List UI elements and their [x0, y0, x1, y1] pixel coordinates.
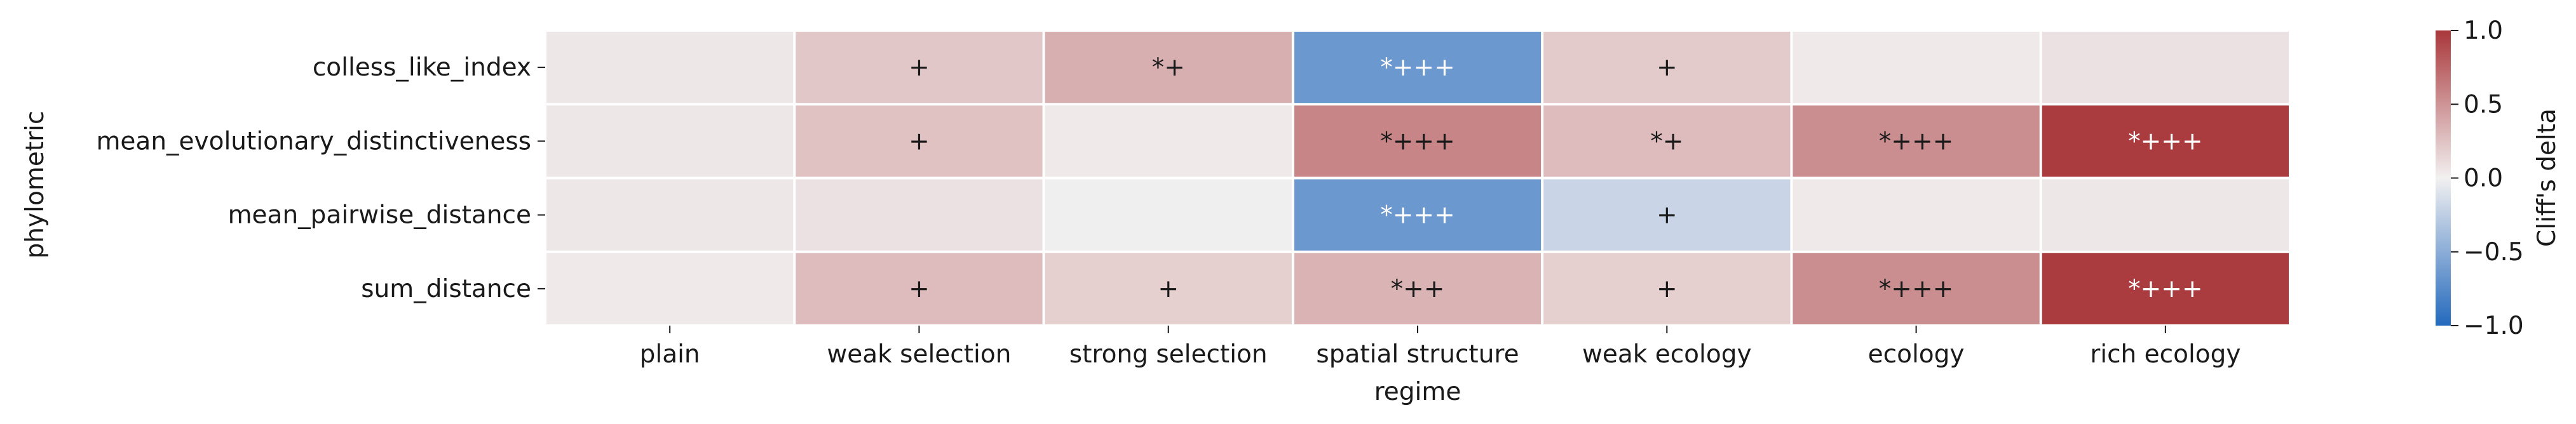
heatmap-cell: [796, 105, 1043, 177]
cell-annotation: +: [1158, 275, 1179, 303]
heatmap-cell: [546, 179, 794, 251]
heatmap-cell: [2042, 179, 2289, 251]
colorbar-gradient: [2436, 30, 2451, 326]
heatmap-cell: [1045, 253, 1292, 324]
x-axis-title: regime: [1374, 378, 1461, 406]
colorbar: 1.0 0.5 0.0 −0.5 −1.0: [2436, 17, 2524, 340]
heatmap-cell: [1294, 253, 1542, 324]
x-tick-label: rich ecology: [2090, 340, 2240, 369]
heatmap-cell: [796, 253, 1043, 324]
cell-annotation: +: [1657, 53, 1678, 82]
heatmap-cell: [1543, 179, 1791, 251]
cell-annotations: +*+*+++++*+++*+*+++*+++*++++++*+++*+++*+…: [909, 53, 2203, 303]
cell-annotation: *+++: [2128, 127, 2203, 156]
heatmap-cell: [796, 179, 1043, 251]
colorbar-tick-label: −1.0: [2464, 312, 2524, 340]
cell-annotation: +: [1657, 201, 1678, 230]
colorbar-tick-label: 1.0: [2464, 17, 2503, 45]
heatmap-cell: [1294, 179, 1542, 251]
x-tick-label: plain: [640, 340, 700, 369]
y-tick-label: mean_evolutionary_distinctiveness: [96, 127, 531, 156]
heatmap-cell: [1294, 105, 1542, 177]
x-axis: plain weak selection strong selection spati…: [640, 326, 2240, 369]
x-tick-label: strong selection: [1069, 340, 1268, 369]
cell-annotation: *+++: [1879, 127, 1954, 156]
heatmap-cell: [796, 32, 1043, 103]
heatmap-cell: [1045, 32, 1292, 103]
heatmap-cell: [546, 253, 794, 324]
cell-annotation: +: [909, 53, 930, 82]
cell-annotation: *+: [1152, 53, 1185, 82]
heatmap-cell: [1793, 32, 2040, 103]
cell-annotation: *+++: [1380, 127, 1455, 156]
heatmap-cell: [546, 105, 794, 177]
heatmap-cell: [1793, 105, 2040, 177]
y-tick-label: colless_like_index: [313, 53, 531, 82]
heatmap-cell: [1294, 32, 1542, 103]
cell-annotation: *+++: [1879, 275, 1954, 303]
heatmap-cell: [1543, 105, 1791, 177]
heatmap-cell: [2042, 253, 2289, 324]
heatmap-cell: [1793, 253, 2040, 324]
y-tick-label: sum_distance: [361, 275, 531, 303]
heatmap-cell: [2042, 32, 2289, 103]
heatmap-cell: [1045, 105, 1292, 177]
y-tick-label: mean_pairwise_distance: [228, 201, 531, 230]
colorbar-tick-label: 0.5: [2464, 90, 2503, 119]
cell-annotation: *++: [1391, 275, 1445, 303]
x-tick-label: ecology: [1868, 340, 1965, 369]
cell-annotation: *+++: [1380, 201, 1455, 230]
heatmap-cell: [2042, 105, 2289, 177]
y-axis: colless_like_index mean_evolutionary_dist…: [96, 53, 545, 303]
heatmap-cell: [1543, 253, 1791, 324]
heatmap-cell: [1793, 179, 2040, 251]
colorbar-tick-label: −0.5: [2464, 238, 2524, 267]
colorbar-tick-label: 0.0: [2464, 164, 2503, 193]
x-tick-label: weak selection: [827, 340, 1011, 369]
y-axis-title: phylometric: [21, 111, 50, 259]
heatmap-cell: [1543, 32, 1791, 103]
cell-annotation: +: [909, 275, 930, 303]
colorbar-title: Cliff's delta: [2533, 109, 2561, 247]
cell-annotation: *+++: [2128, 275, 2203, 303]
cell-annotation: *+: [1650, 127, 1683, 156]
cell-annotation: +: [1657, 275, 1678, 303]
heatmap-cells: [546, 32, 2289, 324]
heatmap-cell: [546, 32, 794, 103]
x-tick-label: spatial structure: [1316, 340, 1519, 369]
cell-annotation: +: [909, 127, 930, 156]
cell-annotation: *+++: [1380, 53, 1455, 82]
heatmap-cell: [1045, 179, 1292, 251]
x-tick-label: weak ecology: [1582, 340, 1752, 369]
